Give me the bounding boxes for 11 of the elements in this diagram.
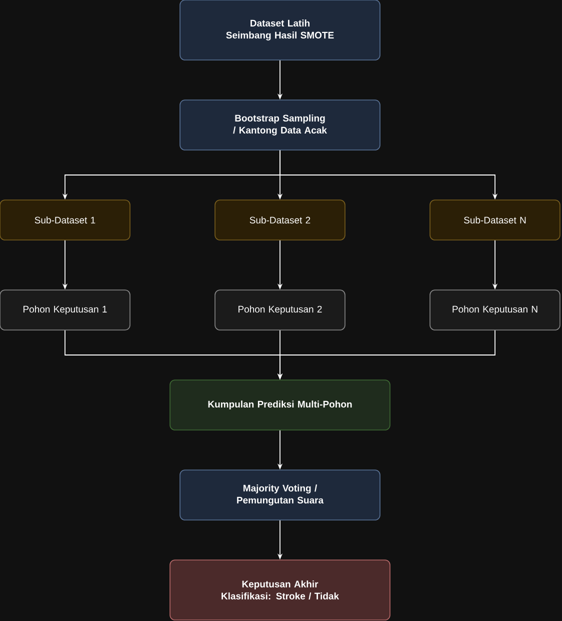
process-box: Sub-Dataset N <box>430 200 560 240</box>
process-box: Pohon Keputusan 2 <box>214 290 346 330</box>
process-box: Kumpulan Prediksi Multi-Pohon <box>170 380 390 430</box>
process-box: Keputusan Akhir Klasifikasi: Stroke / Tidak <box>170 560 390 620</box>
process-box: Pohon Keputusan N <box>430 290 560 330</box>
process-box: Sub-Dataset 2 <box>214 200 346 240</box>
process-box: Dataset Latih Seimbang Hasil SMOTE <box>180 0 380 60</box>
process-box: Bootstrap Sampling / Kantong Data Acak <box>180 100 380 150</box>
process-box: Sub-Dataset 1 <box>0 200 130 240</box>
process-box: Pohon Keputusan 1 <box>0 290 130 330</box>
process-box: Majority Voting / Pemungutan Suara <box>180 470 380 520</box>
